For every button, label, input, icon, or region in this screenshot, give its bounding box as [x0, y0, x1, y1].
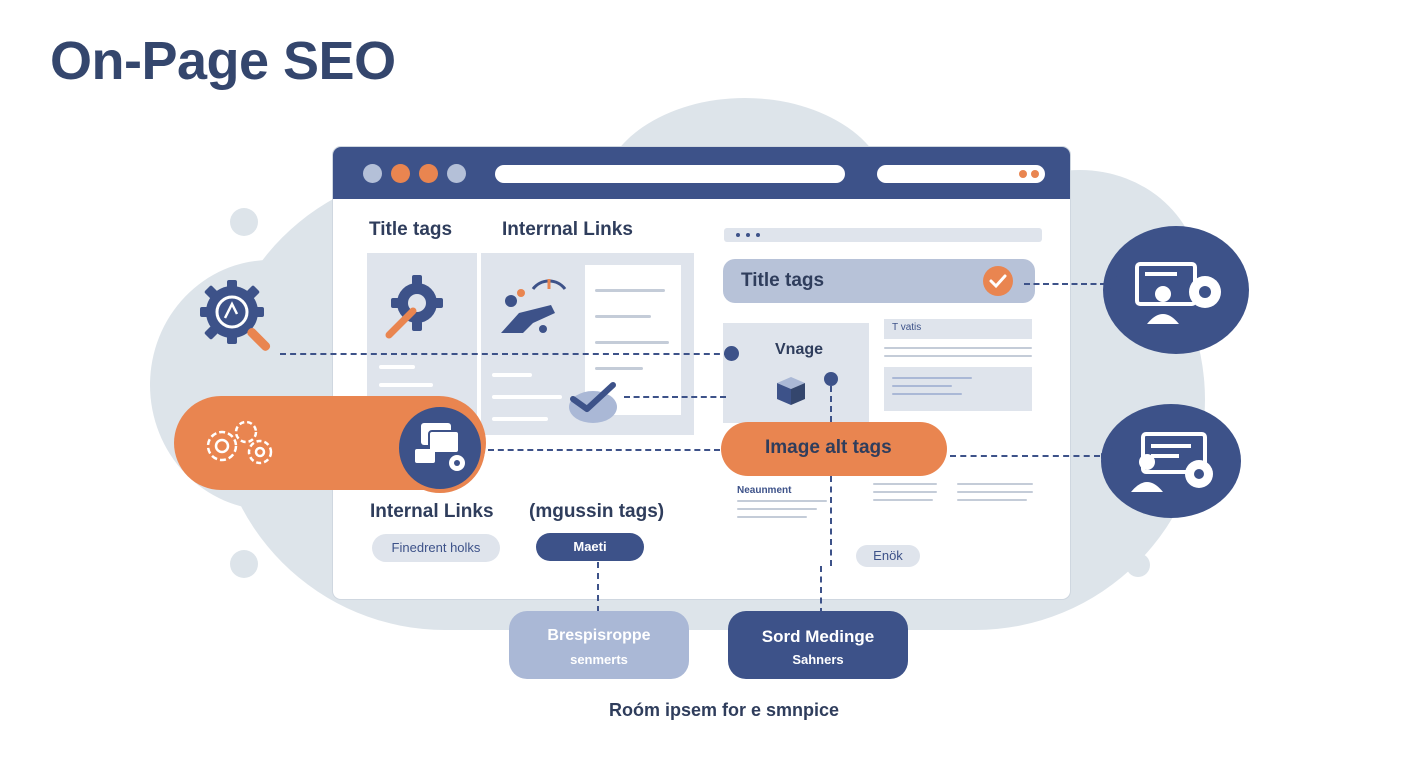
- connector-dot: [724, 346, 739, 361]
- gear-tool-icon: [385, 275, 443, 339]
- document-gear-icon: [395, 403, 485, 493]
- search-bar[interactable]: [877, 165, 1045, 183]
- brespisroppe-subtitle: senmerts: [570, 652, 628, 667]
- menu-dot: [1019, 170, 1027, 178]
- connector-line: [488, 449, 720, 451]
- sord-medinge-title: Sord Medinge: [761, 627, 875, 646]
- gear-search-icon: [200, 280, 271, 351]
- connector-line: [820, 566, 822, 614]
- decor-dot: [230, 208, 258, 236]
- window-dot: [363, 164, 382, 183]
- menu-dot: [1031, 170, 1039, 178]
- check-icon: [983, 266, 1013, 296]
- caption: Roóm ipsem for e smnpice: [608, 700, 840, 720]
- connector-line: [280, 353, 730, 355]
- decor-dot: [1126, 553, 1150, 577]
- hand-link-icon: [501, 279, 567, 333]
- meta-block: T vatis: [884, 319, 1032, 339]
- window-dot: [391, 164, 410, 183]
- panel-divider: [477, 253, 481, 435]
- connector-line: [597, 562, 599, 612]
- gears-outline-icon: [206, 420, 273, 465]
- user-settings-bubble-icon: [1103, 226, 1249, 354]
- connector-line: [624, 396, 726, 398]
- meta-block-label: T vatis: [892, 322, 922, 333]
- placeholder-bar: [724, 228, 1042, 242]
- label-internal-links-bottom: Internal Links: [370, 501, 494, 522]
- image-panel-label: Vnage: [775, 341, 824, 358]
- label-mgussin-tags: (mgussin tags): [529, 501, 665, 522]
- page-title: On-Page SEO: [50, 31, 396, 91]
- checkmark-badge-icon: [569, 382, 617, 423]
- title-tags-bar-label: Title tags: [741, 270, 825, 291]
- browser-window: Title tags Interrnal Links: [333, 147, 1070, 599]
- window-dot: [447, 164, 466, 183]
- image-panel: Vnage: [723, 323, 869, 423]
- finedrent-pill[interactable]: Finedrent holks: [372, 534, 500, 562]
- image-alt-tags-label: Image alt tags: [765, 437, 892, 458]
- sord-medinge-box[interactable]: Sord Medinge Sahners: [728, 611, 908, 679]
- title-tags-bar[interactable]: Title tags: [723, 259, 1035, 303]
- window-dot: [419, 164, 438, 183]
- brespisroppe-box[interactable]: Brespisroppe senmerts: [509, 611, 689, 679]
- brespisroppe-title: Brespisroppe: [547, 627, 651, 644]
- neaunment-label: Neaunment: [737, 485, 792, 496]
- address-bar[interactable]: [495, 165, 845, 183]
- browser-toolbar: [333, 147, 1070, 199]
- connector-line: [830, 386, 832, 422]
- sord-medinge-subtitle: Sahners: [792, 652, 844, 667]
- image-cube-icon: [777, 377, 805, 405]
- maeti-pill[interactable]: Maeti: [536, 533, 644, 561]
- user-gear-bubble-icon: [1095, 404, 1241, 518]
- connector-dot: [824, 372, 838, 386]
- enok-pill[interactable]: Enök: [856, 545, 920, 567]
- meta-block-2: [884, 367, 1032, 411]
- decor-dot: [230, 550, 258, 578]
- label-title-tags: Title tags: [369, 219, 453, 240]
- connector-line: [1024, 283, 1106, 285]
- connector-line: [830, 476, 832, 566]
- label-internal-links-top: Interrnal Links: [502, 219, 633, 240]
- connector-line: [950, 455, 1100, 457]
- image-alt-tags-bar[interactable]: Image alt tags: [721, 422, 947, 476]
- text-block: [585, 265, 681, 415]
